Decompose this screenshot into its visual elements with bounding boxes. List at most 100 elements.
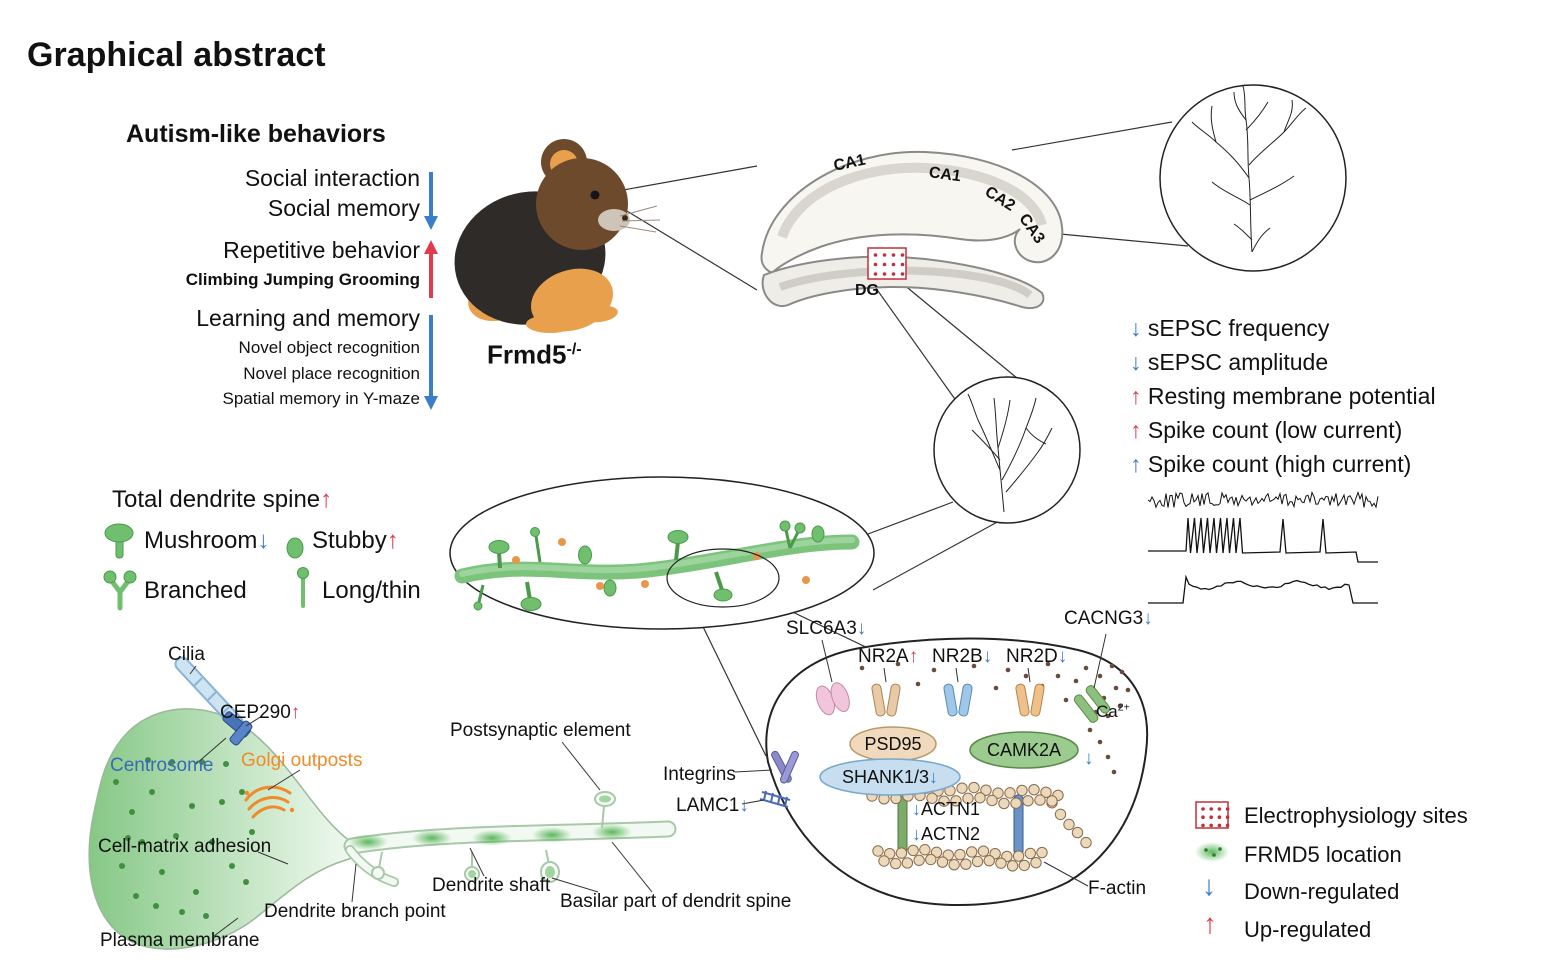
repetitive-up-arrow — [424, 240, 438, 298]
legend-electrophysiology-sites: Electrophysiology sites — [1244, 803, 1468, 828]
nr2b-label: NR2B↓ — [932, 646, 993, 667]
legend-frmd5-icon — [1195, 842, 1229, 862]
down-arrow-icon: ↓ — [257, 527, 270, 554]
nr2a-label: NR2A↑ — [858, 646, 919, 667]
golgi-outposts-label: Golgi outposts — [241, 750, 363, 771]
nr2d-receptor — [1015, 683, 1045, 717]
cilia-label: Cilia — [168, 644, 205, 665]
up-arrow-icon: ↑ — [1130, 417, 1142, 443]
ephys-effect-sepsc-frequency: ↓ sEPSC frequency — [1130, 315, 1330, 341]
frmd5-location-blobs — [348, 824, 632, 850]
behavior-repetitive: Repetitive behavior — [223, 237, 420, 263]
mushroom-spine-icon — [104, 523, 134, 559]
connector-lines — [611, 121, 1189, 757]
down-arrow-icon: ↓ — [739, 795, 749, 816]
nr2b-receptor — [943, 683, 973, 717]
plasma-membrane-label: Plasma membrane — [100, 930, 260, 951]
behavior-arrows — [424, 172, 438, 410]
nr2d-label: NR2D↓ — [1006, 646, 1068, 667]
centrosome-label: Centrosome — [110, 755, 214, 776]
up-arrow-icon: ↑ — [290, 702, 301, 723]
behavior-novel-object: Novel object recognition — [238, 338, 420, 357]
branched-label: Branched — [144, 577, 247, 604]
up-arrow-icon: ↑ — [320, 486, 333, 513]
dendrite-branches-callout — [933, 376, 1081, 524]
total-dendrite-spine-label: Total dendrite spine↑ — [112, 486, 333, 513]
camk2a-ellipse — [969, 731, 1079, 769]
lamc1-structure — [759, 790, 791, 808]
up-arrow-icon: ↑ — [1130, 383, 1142, 409]
behavior-learning-memory: Learning and memory — [196, 305, 420, 331]
golgi-outposts-structure — [244, 785, 292, 819]
cep290-label: CEP290↑ — [220, 702, 301, 723]
f-actin-label: F-actin — [1088, 878, 1147, 899]
mushroom-label: Mushroom↓ — [144, 527, 270, 554]
ephys-effect-sepsc-amplitude: ↓ sEPSC amplitude — [1130, 349, 1329, 375]
ephys-effect-spike-low: ↑ Spike count (low current) — [1130, 417, 1403, 443]
long-thin-label: Long/thin — [322, 577, 421, 604]
integrins-label: Integrins — [663, 764, 736, 785]
stubby-label: Stubby↑ — [312, 527, 399, 554]
hippocampus-illustration — [760, 150, 1064, 309]
legend-down-arrow-icon: ↓ — [1202, 870, 1216, 901]
long-thin-spine-icon — [297, 567, 309, 608]
behavior-novel-place: Novel place recognition — [243, 364, 420, 383]
postsynaptic-element-label: Postsynaptic element — [450, 720, 631, 741]
cell-matrix-adhesion-label: Cell-matrix adhesion — [98, 836, 272, 857]
neuron-soma-illustration — [88, 656, 677, 950]
social-down-arrow — [424, 172, 438, 230]
up-arrow-icon: ↑ — [386, 527, 399, 554]
calcium-label: Ca2+ — [1096, 701, 1130, 721]
mouse-whiskers — [619, 205, 661, 233]
down-arrow-icon: ↓ — [912, 799, 921, 819]
camk2a-down-arrow: ↓ — [1084, 748, 1094, 769]
legend-frmd5-location: FRMD5 location — [1244, 842, 1402, 867]
spine-frmd5-tints — [468, 795, 611, 878]
synapse-illustration — [759, 637, 1149, 907]
page-title: Graphical abstract — [27, 36, 326, 74]
legend-up-regulated: Up-regulated — [1244, 917, 1372, 942]
electrophysiology-site-marker — [867, 247, 907, 280]
down-arrow-icon: ↓ — [1130, 315, 1142, 341]
stubby-spine-icon — [286, 537, 304, 559]
lamc1-label: LAMC1↓ — [676, 795, 749, 816]
behavior-social-interaction: Social interaction — [244, 165, 420, 191]
up-arrow-icon: ↑ — [908, 646, 919, 667]
presynaptic-dots — [512, 538, 810, 590]
legend-down-regulated: Down-regulated — [1244, 879, 1400, 904]
legend-electrophysiology-icon — [1195, 801, 1230, 829]
label-pointer-lines — [189, 633, 1107, 937]
behaviors-heading: Autism-like behaviors — [126, 120, 386, 148]
down-arrow-icon: ↓ — [856, 618, 867, 639]
behavior-repetitive-detail: Climbing Jumping Grooming — [185, 270, 420, 289]
camk2a-label: CAMK2A — [986, 739, 1062, 760]
mouse-illustration — [454, 139, 661, 333]
centrosome-structure — [222, 711, 253, 746]
slc6a3-transporter — [815, 682, 850, 716]
legend-up-arrow-icon: ↑ — [1203, 908, 1217, 939]
branched-spine-icon — [103, 570, 137, 611]
down-arrow-icon: ↓ — [929, 766, 939, 787]
down-arrow-icon: ↓ — [1130, 349, 1142, 375]
neuron-morphology-callout — [1159, 84, 1347, 272]
behavior-social-memory: Social memory — [267, 195, 420, 221]
genotype-superscript: -/- — [566, 340, 582, 358]
dendrite-branch-point-label: Dendrite branch point — [264, 901, 446, 922]
dendrite-shaft-label: Dendrite shaft — [432, 875, 551, 896]
cacng3-channel — [1073, 685, 1111, 723]
psd95-label: PSD95 — [864, 733, 922, 754]
slc6a3-label: SLC6A3↓ — [786, 618, 867, 639]
shank-label: SHANK1/3↓ — [841, 766, 939, 787]
actn1-label: ↓ACTN1 — [912, 799, 981, 819]
behavior-spatial-memory: Spatial memory in Y-maze — [222, 389, 420, 408]
learning-down-arrow — [424, 315, 438, 410]
calcium-ion-dots — [859, 661, 1131, 775]
spines — [473, 520, 825, 611]
shank-ellipse — [819, 758, 961, 796]
gene-name: Frmd5 — [487, 339, 567, 370]
down-arrow-icon: ↓ — [1143, 608, 1153, 629]
electrophysiology-traces — [1147, 490, 1379, 604]
ephys-effect-spike-high: ↑ Spike count (high current) — [1130, 451, 1412, 477]
